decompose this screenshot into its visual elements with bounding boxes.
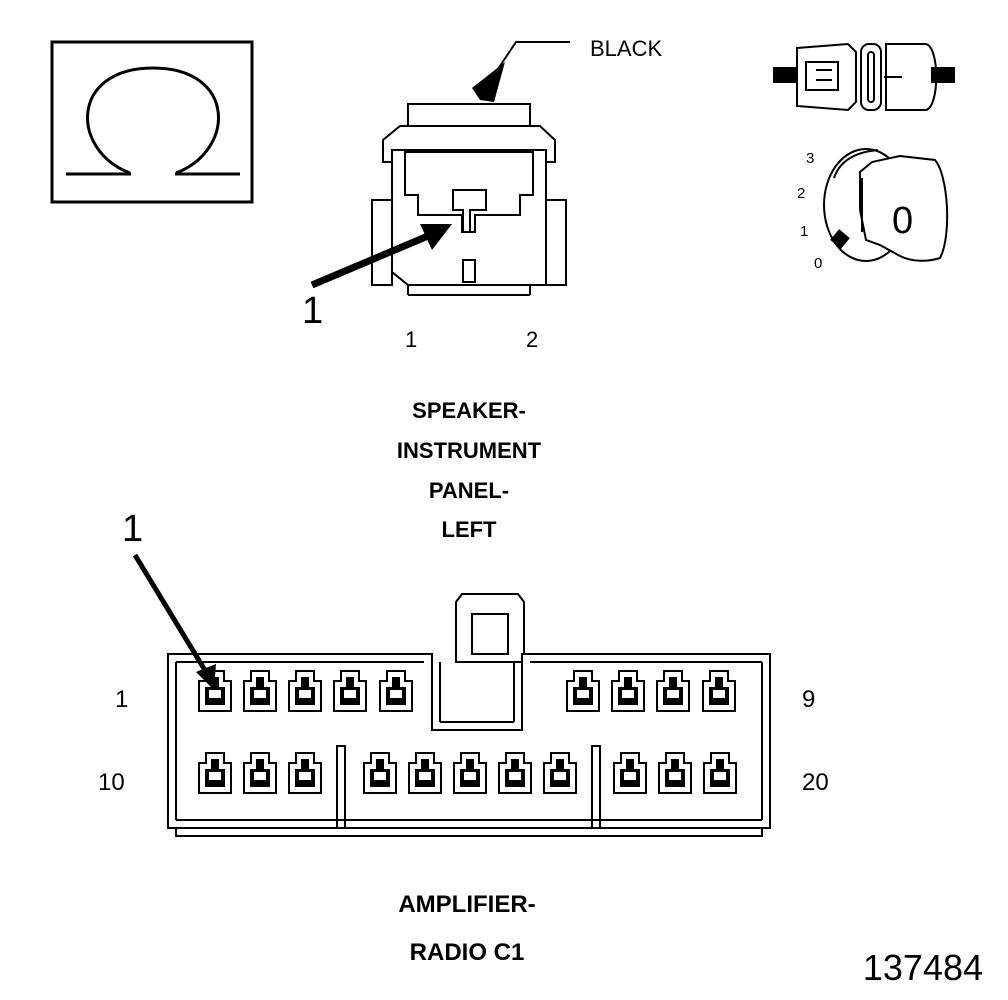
key-label: 0 <box>892 200 913 242</box>
terminal-cavity-8 <box>656 670 690 712</box>
cavity-9-label: 9 <box>802 686 815 713</box>
figure-number: 137484 <box>863 947 983 988</box>
pin-1-callout: 1 <box>302 290 323 332</box>
terminal-cavity-7 <box>611 670 645 712</box>
position-0-label: 0 <box>814 255 822 272</box>
terminal-cavity-13 <box>363 752 397 794</box>
terminal-cavity-17 <box>543 752 577 794</box>
ignition-key-off-icon: 3 2 1 0 0 <box>797 148 949 272</box>
title-line: PANEL- <box>429 478 509 503</box>
position-2-label: 2 <box>797 185 805 202</box>
position-3-label: 3 <box>806 150 814 167</box>
amplifier-connector-title: AMPLIFIER- RADIO C1 <box>398 891 535 966</box>
terminal-cavity-3 <box>288 670 322 712</box>
terminal-cavity-2 <box>243 670 277 712</box>
position-1-label: 1 <box>800 223 808 240</box>
connector-color-label: BLACK <box>590 36 662 61</box>
terminal-cavity-12 <box>288 752 322 794</box>
terminal-cavity-4 <box>333 670 367 712</box>
speaker-connector-title: SPEAKER- INSTRUMENT PANEL- LEFT <box>397 398 542 542</box>
pin-1-callout: 1 <box>122 508 143 550</box>
terminal-cavity-10 <box>198 752 232 794</box>
terminal-cavity-11 <box>243 752 277 794</box>
cavity-2-label: 2 <box>526 327 538 352</box>
terminal-cavity-14 <box>408 752 442 794</box>
terminal-cavity-9 <box>702 670 736 712</box>
amplifier-connector: 1 1 9 10 20 AMPLIFIER- RADIO C1 <box>98 508 829 966</box>
connector-disconnected-icon <box>773 42 955 112</box>
terminal-cavity-18 <box>613 752 647 794</box>
terminal-cavity-16 <box>498 752 532 794</box>
terminal-cavity-20 <box>703 752 737 794</box>
title-line: RADIO C1 <box>410 939 525 966</box>
speaker-connector: BLACK 1 1 2 SPEAKER- INSTRUMENT PANEL- <box>302 36 662 542</box>
ignition-positions: 3 2 1 0 <box>797 150 822 272</box>
terminal-cavity-6 <box>566 670 600 712</box>
cavity-row-2 <box>198 752 737 794</box>
ohm-meter-symbol-icon <box>50 40 254 204</box>
terminal-cavity-15 <box>453 752 487 794</box>
title-line: AMPLIFIER- <box>398 891 535 918</box>
cavity-20-label: 20 <box>802 769 829 796</box>
cavity-1-label: 1 <box>115 686 128 713</box>
terminal-cavity-5 <box>379 670 413 712</box>
title-line: LEFT <box>442 517 498 542</box>
cavity-10-label: 10 <box>98 769 125 796</box>
title-line: INSTRUMENT <box>397 438 542 463</box>
terminal-cavity-19 <box>658 752 692 794</box>
title-line: SPEAKER- <box>412 398 526 423</box>
cavity-row-1 <box>198 670 736 712</box>
cavity-1-label: 1 <box>405 327 417 352</box>
